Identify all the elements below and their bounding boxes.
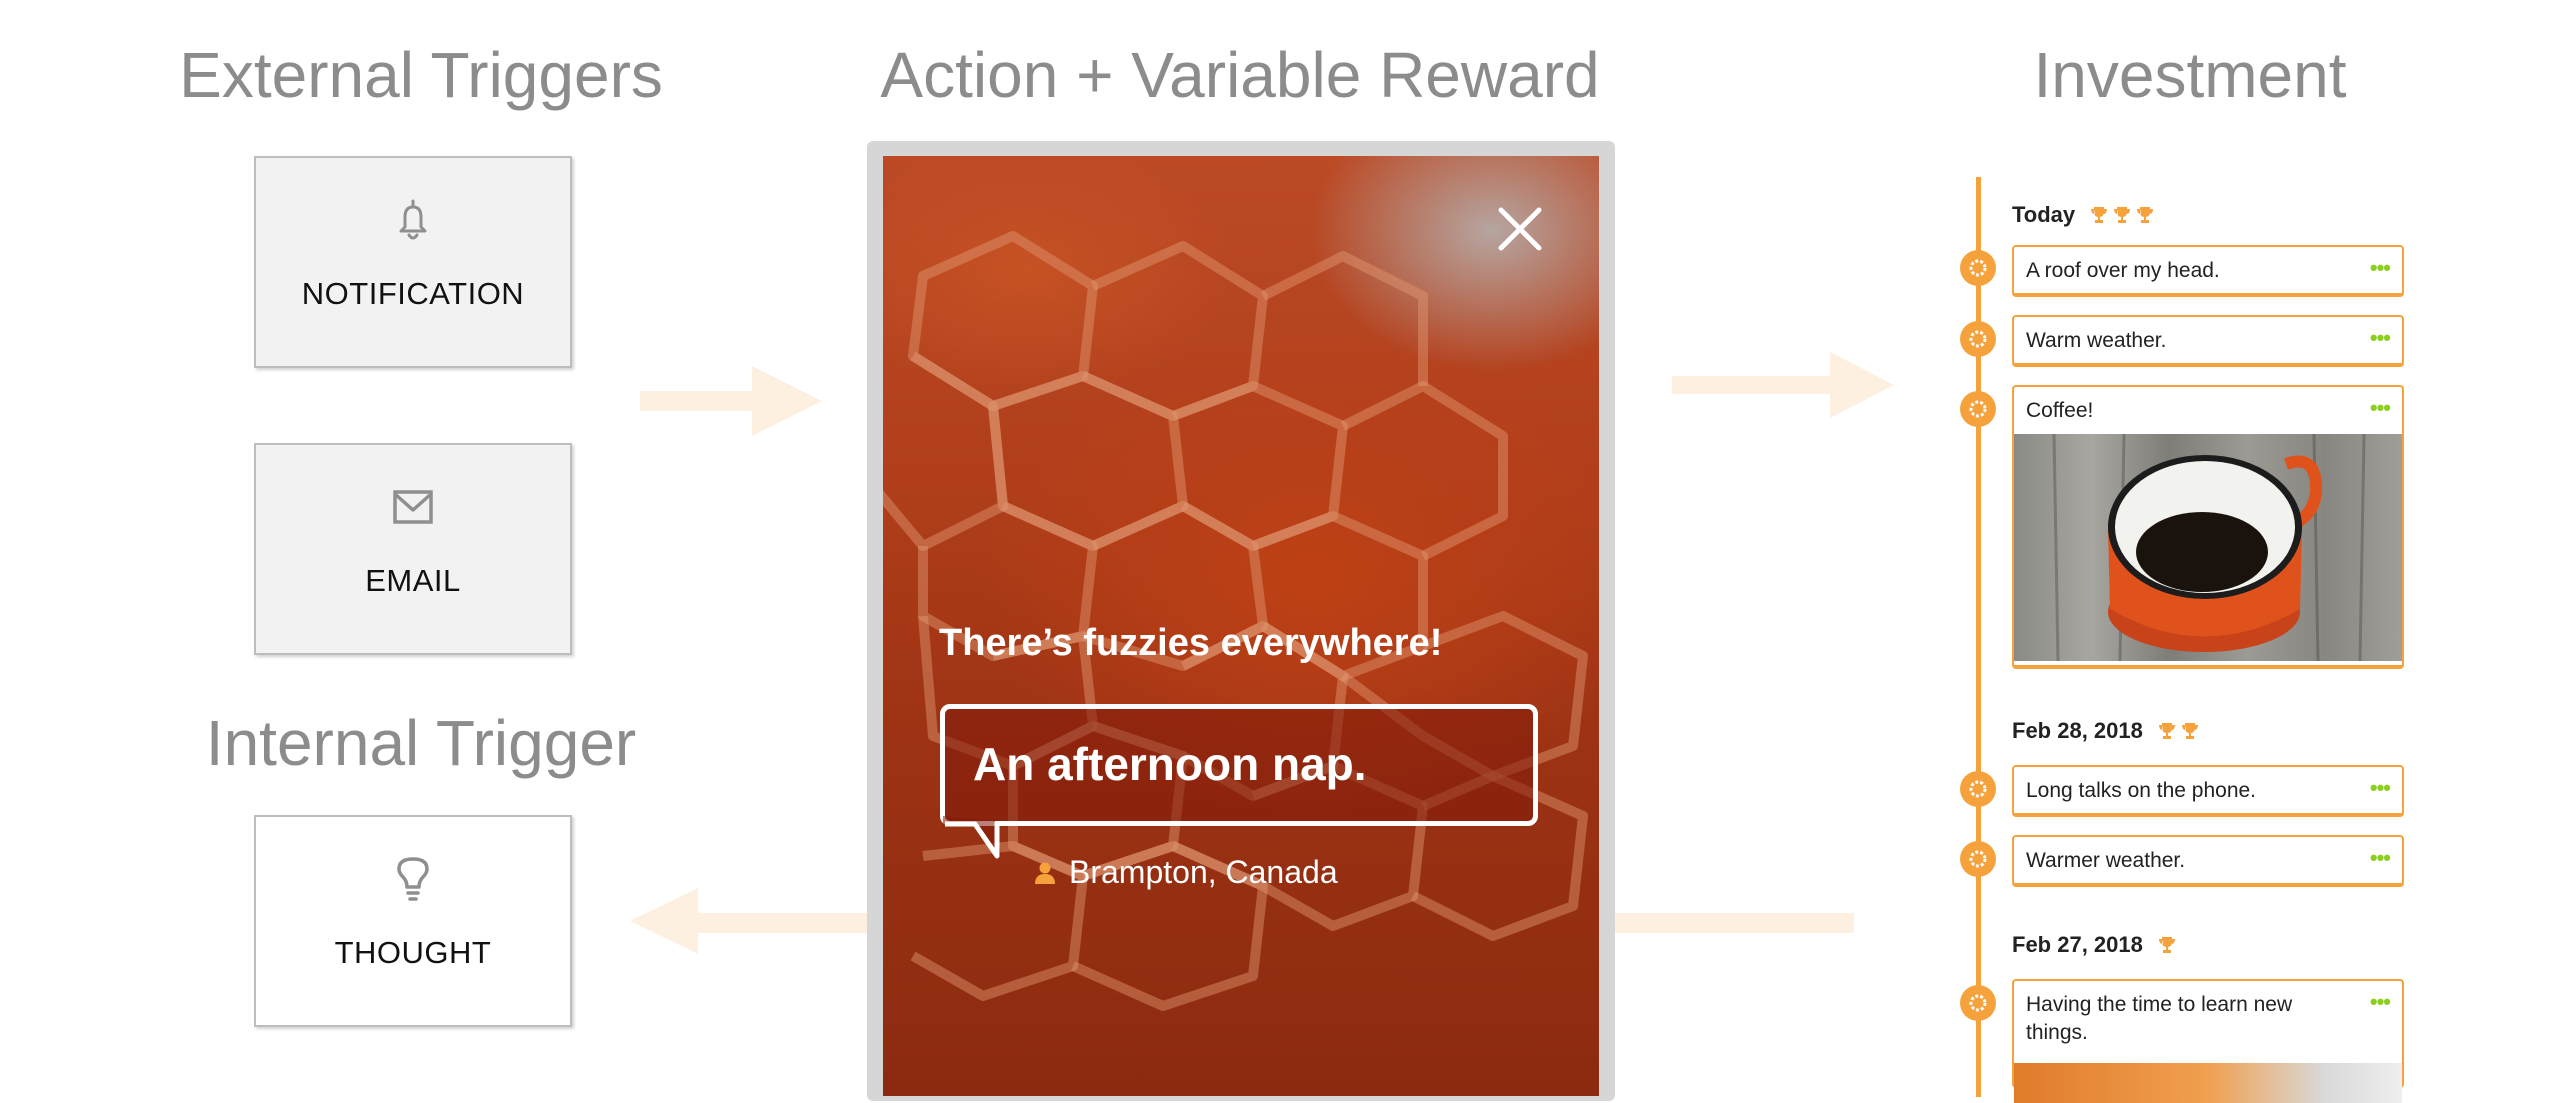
trophy-icon — [2158, 937, 2175, 953]
timeline-date-feb-28: Feb 28, 2018 — [2012, 718, 2200, 744]
trophy-icon — [2114, 207, 2131, 223]
reward-title: There’s fuzzies everywhere! — [939, 622, 1443, 664]
arrow-action-to-investment — [1672, 352, 1894, 418]
speech-bubble-tail — [943, 816, 1001, 859]
reward-screen: There’s fuzzies everywhere! An afternoon… — [883, 156, 1599, 1096]
date-text: Feb 27, 2018 — [2012, 932, 2143, 957]
trophy-group — [2089, 205, 2155, 225]
arrow-triggers-to-action — [640, 366, 822, 436]
reward-message: An afternoon nap. — [973, 738, 1367, 790]
more-options-icon[interactable]: ••• — [2369, 325, 2391, 350]
timeline-date-today: Today — [2012, 202, 2155, 228]
location: Brampton, Canada — [1033, 854, 1338, 891]
trophy-icon — [2158, 723, 2175, 739]
timeline-node — [1960, 250, 1996, 286]
notification-label: NOTIFICATION — [301, 276, 525, 311]
trophy-icon — [2181, 723, 2198, 739]
trophy-icon — [2137, 207, 2154, 223]
more-options-icon[interactable]: ••• — [2369, 775, 2391, 800]
thought-label: THOUGHT — [334, 935, 492, 970]
trophy-icon — [2091, 207, 2108, 223]
envelope-icon — [391, 483, 435, 531]
email-label: EMAIL — [365, 563, 461, 598]
timeline-node — [1960, 985, 1996, 1021]
entry-text: Warmer weather. — [2026, 849, 2186, 872]
entry-photo — [2014, 1063, 2402, 1103]
date-text: Today — [2012, 202, 2076, 227]
timeline-node — [1960, 841, 1996, 877]
heading-internal-trigger: Internal Trigger — [205, 707, 637, 779]
person-icon — [1035, 862, 1055, 884]
timeline-entry[interactable]: Long talks on the phone. ••• — [2012, 765, 2404, 817]
heading-external-triggers: External Triggers — [179, 39, 663, 111]
timeline-date-feb-27: Feb 27, 2018 — [2012, 932, 2177, 958]
timeline-line — [1976, 177, 1981, 1097]
heading-investment: Investment — [2033, 39, 2347, 111]
close-icon[interactable] — [1497, 206, 1543, 252]
more-options-icon[interactable]: ••• — [2369, 255, 2391, 280]
heading-action-variable-reward: Action + Variable Reward — [880, 39, 1600, 111]
more-options-icon[interactable]: ••• — [2369, 845, 2391, 870]
timeline-node — [1960, 321, 1996, 357]
timeline-node — [1960, 771, 1996, 807]
timeline-entry-with-photo[interactable]: Coffee! ••• — [2012, 385, 2404, 669]
trophy-group — [2157, 721, 2200, 741]
entry-text: Coffee! — [2026, 399, 2094, 422]
trophy-group — [2157, 935, 2177, 955]
lightbulb-icon — [395, 855, 431, 903]
bell-icon — [393, 196, 433, 244]
timeline-entry[interactable]: A roof over my head. ••• — [2012, 245, 2404, 297]
timeline-entry-with-photo[interactable]: Having the time to learn new things. ••• — [2012, 979, 2404, 1103]
timeline-node — [1960, 391, 1996, 427]
more-options-icon[interactable]: ••• — [2369, 395, 2391, 420]
entry-text: Warm weather. — [2026, 329, 2167, 352]
entry-text: Long talks on the phone. — [2026, 779, 2257, 802]
date-text: Feb 28, 2018 — [2012, 718, 2143, 743]
speech-bubble: An afternoon nap. — [940, 704, 1538, 826]
coffee-mug-photo — [2014, 434, 2402, 661]
entry-text: A roof over my head. — [2026, 259, 2220, 282]
blanket-background-image — [883, 156, 1599, 1096]
timeline-entry[interactable]: Warm weather. ••• — [2012, 315, 2404, 367]
email-card: EMAIL — [254, 443, 572, 655]
notification-card: NOTIFICATION — [254, 156, 572, 368]
more-options-icon[interactable]: ••• — [2369, 989, 2391, 1014]
entry-text: Having the time to learn new things. — [2026, 993, 2293, 1044]
location-text: Brampton, Canada — [1069, 854, 1338, 890]
timeline-entry[interactable]: Warmer weather. ••• — [2012, 835, 2404, 887]
thought-card: THOUGHT — [254, 815, 572, 1027]
